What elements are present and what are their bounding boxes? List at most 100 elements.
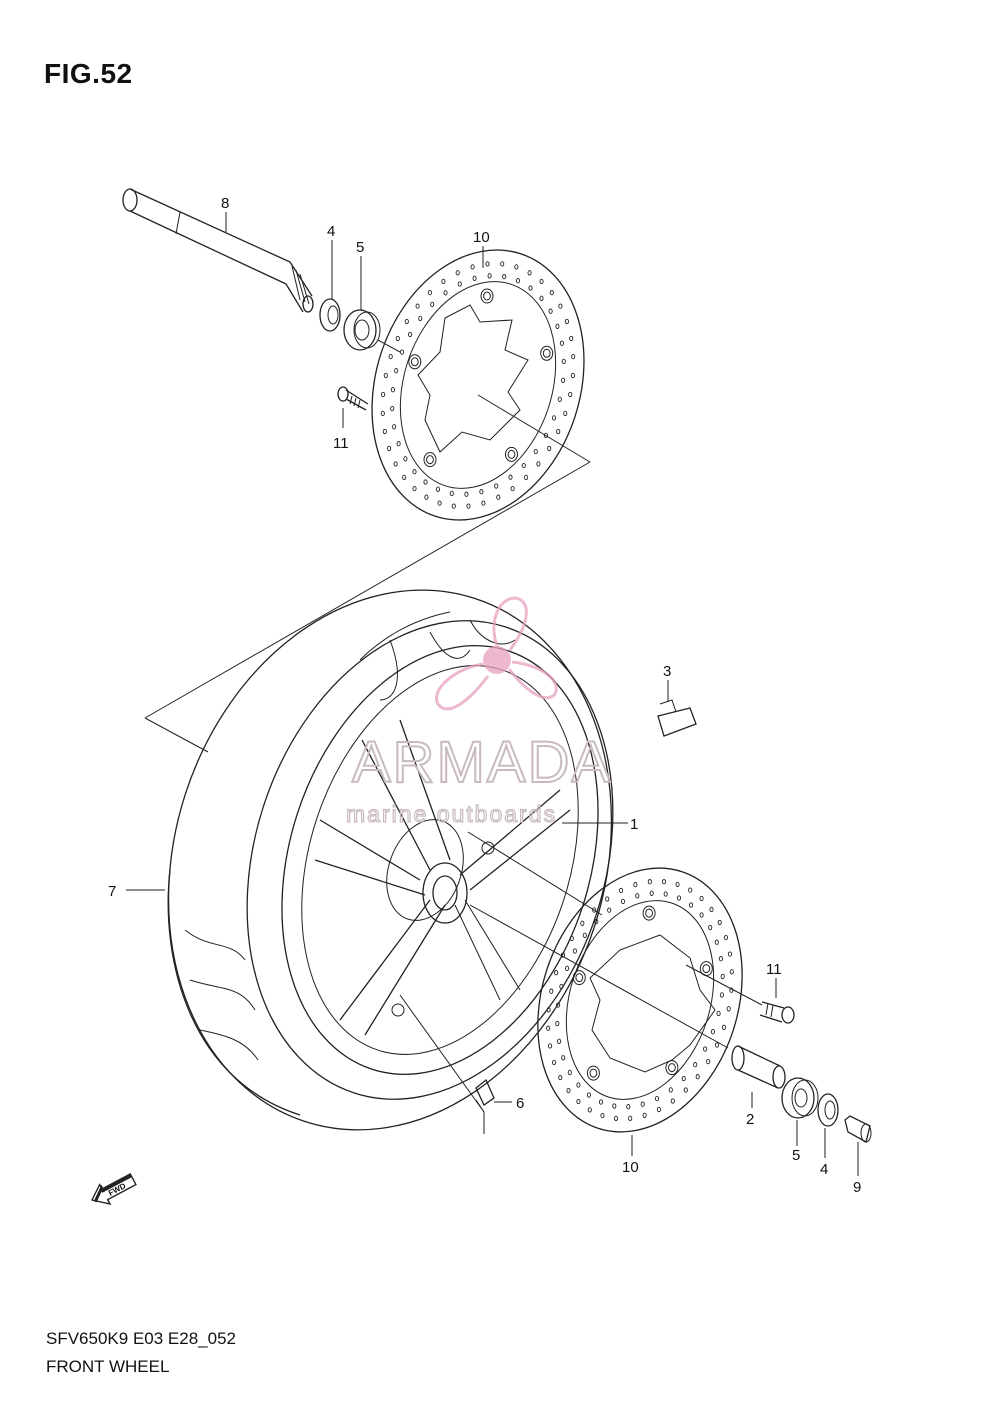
disc-vent-hole — [726, 1006, 731, 1012]
disc-vent-hole — [415, 303, 420, 309]
disc-vent-hole — [552, 1059, 557, 1066]
fwd-arrow-icon: FWD — [90, 1173, 137, 1206]
disc-vent-hole — [430, 301, 435, 308]
disc-vent-hole — [455, 270, 460, 276]
spacer-part-2 — [731, 1045, 786, 1089]
disc-vent-hole — [472, 275, 477, 281]
disc-vent-hole — [558, 303, 563, 309]
disc-vent-hole — [628, 1115, 633, 1121]
disc-vent-hole — [404, 318, 409, 325]
disc-vent-hole — [547, 445, 552, 452]
disc-vent-hole — [661, 878, 667, 885]
disc-vent-hole — [688, 887, 693, 893]
assembly-leader-line — [144, 461, 591, 719]
disc-vent-hole — [569, 335, 574, 342]
disc-vent-hole — [543, 432, 548, 439]
disc-vent-hole — [557, 1038, 562, 1044]
bolt-part-11-top — [337, 386, 369, 411]
disc-vent-hole — [561, 377, 566, 383]
disc-vent-hole — [558, 1074, 563, 1081]
disc-vent-hole — [566, 1087, 571, 1094]
disc-vent-hole — [567, 1069, 572, 1076]
disc-vent-hole — [451, 503, 456, 509]
disc-bolt-boss — [665, 1060, 679, 1076]
disc-vent-hole — [395, 335, 400, 342]
disc-bolt-boss — [408, 354, 422, 370]
disc-vent-hole — [605, 896, 610, 902]
disc-vent-hole — [380, 410, 385, 417]
disc-vent-hole — [717, 919, 722, 926]
callout-9: 9 — [853, 1179, 861, 1196]
disc-vent-hole — [710, 1029, 715, 1035]
disc-vent-hole — [563, 410, 568, 417]
disc-vent-hole — [387, 445, 392, 452]
disc-vent-hole — [487, 273, 492, 279]
disc-vent-hole — [441, 278, 446, 285]
valve-part-6 — [399, 994, 495, 1134]
disc-vent-hole — [709, 906, 714, 913]
figure-title: FIG.52 — [44, 58, 133, 89]
disc-vent-hole — [635, 893, 640, 899]
disc-vent-hole — [620, 898, 626, 905]
disc-vent-hole — [580, 920, 585, 926]
disc-vent-hole — [570, 372, 575, 379]
disc-vent-hole — [703, 1046, 708, 1052]
drawing-code: SFV650K9 E03 E28_052 — [46, 1329, 236, 1348]
disc-vent-hole — [443, 290, 448, 296]
disc-vent-hole — [576, 1098, 581, 1105]
disc-vent-hole — [403, 456, 408, 462]
callout-1: 1 — [630, 816, 638, 833]
disc-vent-hole — [706, 1058, 711, 1065]
disc-vent-hole — [485, 261, 490, 267]
disc-vent-hole — [718, 956, 723, 962]
disc-vent-hole — [642, 1112, 647, 1118]
brake-disc-part-10-bottom — [537, 867, 743, 1133]
disc-vent-hole — [693, 1062, 698, 1068]
disc-vent-hole — [676, 895, 682, 901]
disc-vent-hole — [393, 461, 398, 467]
disc-vent-hole — [466, 503, 471, 509]
disc-vent-hole — [582, 932, 587, 938]
disc-vent-hole — [381, 391, 386, 398]
disc-vent-hole — [390, 387, 395, 393]
disc-vent-hole — [594, 918, 599, 925]
disc-vent-hole — [699, 912, 704, 918]
callout-5-bottom: 5 — [792, 1147, 800, 1164]
disc-vent-hole — [727, 951, 732, 957]
disc-vent-hole — [427, 289, 432, 296]
disc-vent-hole — [663, 891, 668, 897]
disc-vent-hole — [640, 1101, 645, 1107]
callout-10-top: 10 — [473, 229, 490, 246]
disc-vent-hole — [607, 907, 612, 913]
disc-vent-hole — [559, 983, 564, 990]
disc-vent-hole — [649, 890, 654, 896]
callout-11-top: 11 — [333, 435, 349, 452]
callout-leaders — [126, 212, 859, 1176]
disc-vent-hole — [548, 308, 553, 314]
disc-vent-hole — [515, 278, 521, 284]
disc-vent-hole — [500, 261, 505, 267]
disc-vent-hole — [729, 969, 734, 975]
disc-vent-hole — [435, 486, 441, 492]
disc-vent-hole — [457, 281, 462, 287]
oil-seal-part-4-top — [319, 298, 341, 332]
disc-vent-hole — [399, 349, 405, 355]
disc-vent-hole — [494, 483, 499, 489]
disc-vent-hole — [719, 992, 724, 998]
disc-bolt-boss — [540, 345, 554, 361]
balance-weight-part-3 — [657, 699, 697, 737]
disc-vent-hole — [527, 270, 532, 276]
disc-vent-hole — [383, 372, 388, 379]
disc-vent-hole — [716, 1010, 721, 1017]
disc-bolt-boss — [505, 446, 518, 462]
disc-vent-hole — [533, 448, 538, 455]
disc-vent-hole — [561, 358, 566, 365]
disc-vent-hole — [699, 895, 704, 902]
disc-vent-hole — [412, 469, 417, 475]
disc-vent-hole — [675, 881, 680, 888]
bolt-part-11-bottom — [685, 964, 795, 1024]
disc-vent-hole — [647, 879, 652, 885]
disc-vent-hole — [619, 887, 624, 894]
callout-4-bottom: 4 — [820, 1161, 828, 1178]
disc-vent-hole — [424, 494, 429, 500]
